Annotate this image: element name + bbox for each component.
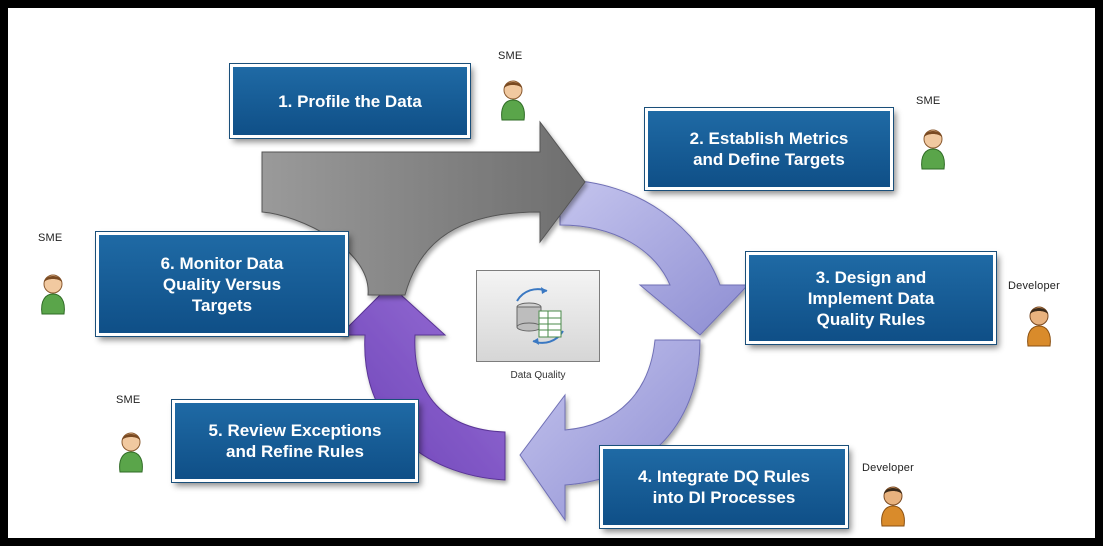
database-cycle-icon	[516, 287, 564, 345]
role-label-developer: Developer	[1008, 280, 1060, 292]
developer-person-icon	[1027, 306, 1051, 347]
sme-person-icon	[41, 274, 65, 315]
role-label-sme: SME	[916, 95, 941, 107]
step-4-box: 4. Integrate DQ Rules into DI Processes	[599, 445, 849, 529]
role-label-sme: SME	[498, 50, 523, 62]
data-quality-hub	[476, 270, 600, 362]
sme-person-icon	[921, 129, 945, 170]
sme-person-icon	[119, 432, 143, 473]
step-3-box: 3. Design and Implement Data Quality Rul…	[745, 251, 997, 345]
entry-arrow	[261, 120, 586, 296]
step-1-box: 1. Profile the Data	[229, 63, 471, 139]
cycle-arrow-segment-bottom-right	[519, 339, 701, 522]
role-label-sme: SME	[38, 232, 63, 244]
step-2-box: 2. Establish Metrics and Define Targets	[644, 107, 894, 191]
step-5-box: 5. Review Exceptions and Refine Rules	[171, 399, 419, 483]
hub-label: Data Quality	[510, 370, 566, 381]
role-label-sme: SME	[116, 394, 141, 406]
step-6-box: 6. Monitor Data Quality Versus Targets	[95, 231, 349, 337]
developer-person-icon	[881, 486, 905, 527]
sme-person-icon	[501, 80, 525, 121]
role-label-developer: Developer	[862, 462, 914, 474]
